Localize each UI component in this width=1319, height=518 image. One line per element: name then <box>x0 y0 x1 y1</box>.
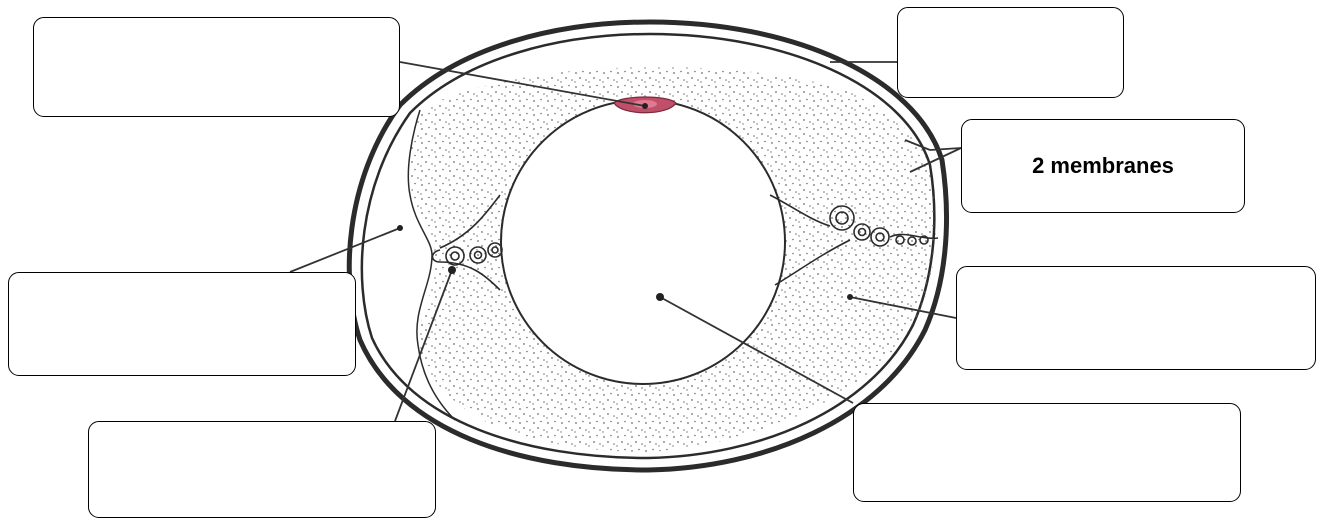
label-box-bottom-right[interactable] <box>853 403 1241 502</box>
label-box-bottom-left[interactable] <box>88 421 436 518</box>
label-box-left-mid[interactable] <box>8 272 356 376</box>
leader-left-mid <box>290 228 400 272</box>
label-box-top-right[interactable] <box>897 7 1124 98</box>
label-box-right-mid[interactable] <box>956 266 1316 370</box>
label-box-membranes[interactable]: 2 membranes <box>961 119 1245 213</box>
label-box-shell[interactable] <box>33 17 400 117</box>
